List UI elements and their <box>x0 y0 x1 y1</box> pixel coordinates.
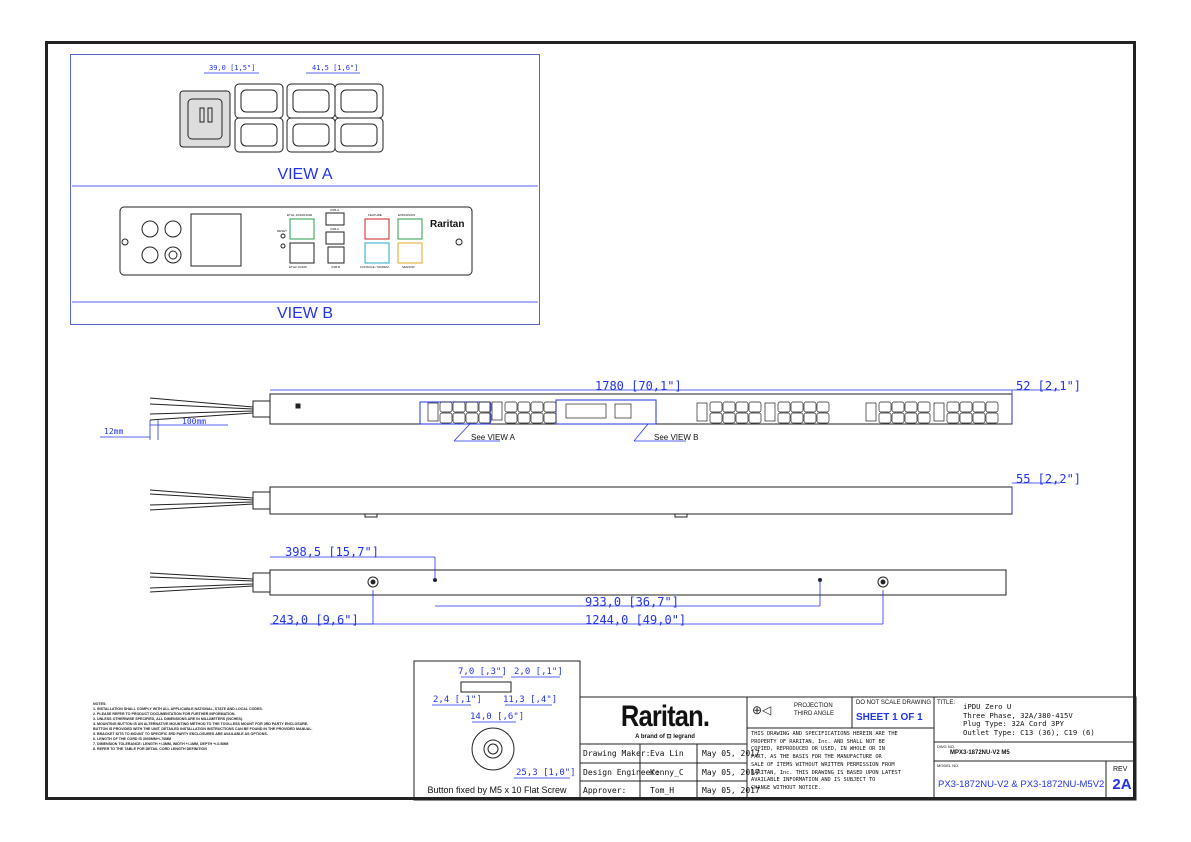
disclaimer-line: COPIED, REPRODUCED OR USED, IN WHOLE OR … <box>751 746 885 753</box>
dim-button-b: 2,0 [,1"] <box>514 667 563 677</box>
notes-block: NOTES: 1. INSTALLATION SHALL COMPLY WITH… <box>93 702 413 752</box>
note-item: 8. REFER TO THE TABLE FOR DETAIL CORD LE… <box>93 747 207 751</box>
back-elevation <box>149 569 1007 596</box>
tb-role-design-engineer: Design Engineer: <box>583 768 661 777</box>
disclaimer-line: AVAILABLE INFORMATION AND IS SUBJECT TO <box>751 777 876 784</box>
tb-dwg-label: DWG NO. <box>937 744 955 749</box>
tb-rev-label: REV <box>1113 766 1128 773</box>
callout-see-view-b: See VIEW B <box>654 433 699 442</box>
panel-label-usb-a2: USB-A <box>330 227 340 231</box>
front-outlet-row <box>427 401 999 424</box>
dim-cord-strip: 12mm <box>104 427 124 436</box>
view-a-outlets <box>179 83 384 153</box>
tb-name-approver: Tom_H <box>650 786 675 795</box>
dimension-lines <box>72 72 1060 779</box>
dim-c19-pitch: 39,0 [1,5"] <box>209 64 256 72</box>
note-item: 2. PLEASE REFER TO PRODUCT DOCUMENTATION… <box>93 712 236 716</box>
dim-button-e: 14,0 [,6"] <box>470 712 525 722</box>
tb-projection-2: THIRD ANGLE <box>794 711 835 717</box>
notes-heading: NOTES: <box>93 702 107 706</box>
dim-back-3: 243,0 [9,6"] <box>272 613 359 627</box>
side-elevation <box>149 486 1013 518</box>
title-line: iPDU Zero U <box>963 702 1012 711</box>
callout-see-view-a: See VIEW A <box>471 433 516 442</box>
tb-title: iPDU Zero U Three Phase, 32A/380-415V Pl… <box>963 702 1095 737</box>
projection-symbol-icon: ⊕◁ <box>752 703 772 717</box>
dim-c13-pitch: 41,5 [1,6"] <box>312 64 359 72</box>
note-item: 3. UNLESS OTHERWISE SPECIFIED, ALL DIMEN… <box>93 717 244 721</box>
panel-label-sensor: SENSOR <box>402 265 415 269</box>
disclaimer-line: PART, AS THE BASIS FOR THE MANUFACTURE O… <box>751 754 882 761</box>
disclaimer-line: THIS DRAWING AND SPECIFICATIONS HEREIN A… <box>751 731 898 737</box>
tb-projection-1: PROJECTION <box>794 703 833 709</box>
title-line: Three Phase, 32A/380-415V <box>963 710 1073 720</box>
tb-date-approver: May 05, 2017 <box>702 786 760 795</box>
note-item: 6. LENGTH OF THE CORD IS 3000MM+/-70MM <box>93 737 172 741</box>
dim-button-d: 11,3 [,4"] <box>503 695 558 705</box>
panel-label-expansion: EXPANSION <box>398 213 416 217</box>
panel-label-eth2: ETH2 10/100 <box>289 265 307 269</box>
dim-depth: 55 [2,2"] <box>1016 472 1082 486</box>
front-elevation <box>149 393 1013 425</box>
dim-width: 52 [2,1"] <box>1016 379 1082 393</box>
panel-brand: Raritan <box>430 219 465 230</box>
tb-name-design-engineer: Kenny_C <box>650 768 684 777</box>
note-item: 5. BRACKET KITS TO MOUNT TO SPECIFIC 3RD… <box>93 732 268 736</box>
disclaimer-line: CHANGE WITHOUT NOTICE. <box>751 784 822 791</box>
dim-cord-length: 100mm <box>182 417 207 426</box>
tb-sheet: SHEET 1 OF 1 <box>856 712 923 723</box>
drawing-sheet-border <box>45 41 1136 800</box>
tb-do-not-scale: DO NOT SCALE DRAWING <box>856 700 932 706</box>
view-b-control-panel <box>119 206 473 276</box>
tb-model-no: PX3-1872NU-V2 & PX3-1872NU-M5V2 <box>938 779 1105 790</box>
tb-role-approver: Approver: <box>583 786 627 795</box>
note-item: 1. INSTALLATION SHALL COMPLY WITH ALL AP… <box>93 707 263 711</box>
title-line: Outlet Type: C13 (36), C19 (6) <box>963 727 1095 737</box>
disclaimer-line: SALE OF ITEMS WITHOUT WRITTEN PERMISSION… <box>751 761 895 768</box>
panel-label-eth1: ETH1 10/100/1000 <box>287 213 313 217</box>
dim-button-f: 25,3 [1,0"] <box>516 768 576 778</box>
panel-label-usb-b: USB-B <box>331 265 341 269</box>
tb-date-drawing-maker: May 05, 2017 <box>702 749 760 758</box>
tb-role-drawing-maker: Drawing Maker: <box>583 749 651 758</box>
dim-back-4: 1244,0 [49,0"] <box>585 613 687 627</box>
dim-overall-length: 1780 [70,1"] <box>595 379 682 393</box>
dim-button-c: 2,4 [,1"] <box>433 695 482 705</box>
disclaimer-line: PROPERTY OF RARITAN, Inc. AND SHALL NOT … <box>751 738 885 745</box>
tb-disclaimer: THIS DRAWING AND SPECIFICATIONS HEREIN A… <box>751 731 901 793</box>
button-detail-frame <box>413 660 581 801</box>
note-item: 7. DIMENSION TOLERANCE: LENGTH +/-3MM, W… <box>93 742 229 746</box>
panel-label-reset: RESET <box>277 229 288 233</box>
title-line: Plug Type: 32A Cord 3PY <box>963 719 1065 728</box>
tb-model-label: MODEL NO. <box>937 763 960 768</box>
note-item: BUTTON IS PROVIDED WITH THE UNIT. DETAIL… <box>93 727 313 731</box>
title-block-logo: Raritan. <box>620 700 710 733</box>
dim-back-2: 933,0 [36,7"] <box>585 595 679 609</box>
title-block-lines <box>579 696 1137 801</box>
view-b-label: VIEW B <box>276 305 333 322</box>
tb-name-drawing-maker: Eva Lin <box>650 749 684 758</box>
dim-button-a: 7,0 [,3"] <box>458 667 507 677</box>
tb-title-label: TITLE: <box>937 700 956 706</box>
panel-label-feature: FEATURE <box>368 213 382 217</box>
views-frame <box>70 54 540 325</box>
panel-label-usb-a1: USB-A <box>330 208 340 212</box>
tb-date-design-engineer: May 05, 2017 <box>702 768 760 777</box>
title-block-tagline: A brand of ⊡ legrand <box>635 734 695 740</box>
note-item: 4. MOUNTING BUTTON IS AN ALTERNATIVE MOU… <box>93 722 309 726</box>
panel-label-console: CONSOLE / MODEM <box>360 265 389 269</box>
dim-back-1: 398,5 [15,7"] <box>285 545 379 559</box>
disclaimer-line: RARITAN, Inc. THIS DRAWING IS BASED UPON… <box>751 769 901 776</box>
tb-dwg-no: MPX3-1872NU-V2 M5 <box>950 750 1010 756</box>
button-detail-caption: Button fixed by M5 x 10 Flat Screw <box>427 785 567 795</box>
view-a-label: VIEW A <box>277 166 333 183</box>
tb-rev: 2A <box>1112 776 1132 793</box>
